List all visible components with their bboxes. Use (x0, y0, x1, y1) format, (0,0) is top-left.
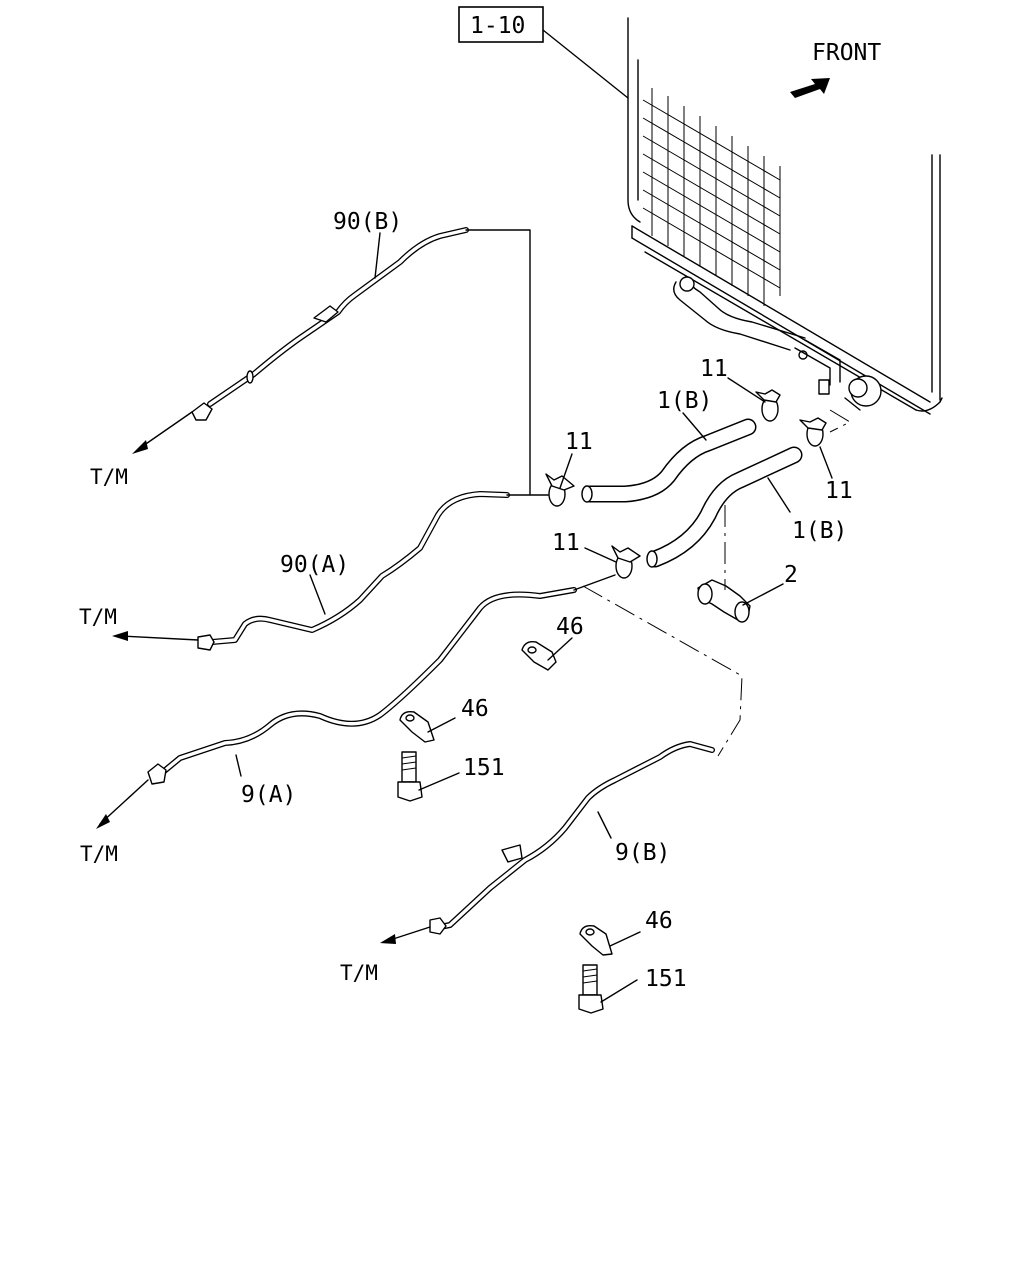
label-151-b: 151 (645, 966, 687, 992)
tm-label-1: T/M (90, 465, 128, 489)
tm-arrows (96, 411, 431, 944)
bracket-46-c (579, 924, 613, 956)
hose-clamp-top (755, 389, 781, 422)
leader-lines (235, 232, 833, 1003)
radiator (542, 17, 943, 415)
label-90a: 90(A) (280, 552, 349, 578)
pipe-9a (147, 574, 616, 785)
label-46-c: 46 (645, 908, 673, 934)
hose-1b-lower (646, 446, 803, 568)
front-label: FRONT (812, 40, 881, 66)
ref-box: 1-10 (458, 6, 544, 43)
label-46-a: 46 (556, 614, 584, 640)
radiator-core (642, 88, 781, 306)
part-labels: 90(B) 90(A) 9(A) 9(B) 1(B) 1(B) 2 11 11 … (241, 209, 853, 992)
ref-box-label: 1-10 (470, 13, 525, 39)
label-11-left: 11 (565, 429, 593, 455)
tm-label-3: T/M (80, 842, 118, 866)
label-11-top: 11 (700, 356, 728, 382)
label-151-a: 151 (463, 755, 505, 781)
hose-clip-2 (697, 579, 751, 623)
tm-label-4: T/M (340, 961, 378, 985)
bracket-46-a (521, 640, 557, 671)
pipe-90b (191, 227, 531, 495)
label-1b-lower: 1(B) (792, 518, 847, 544)
label-11-mid: 11 (552, 530, 580, 556)
pipe-9b (429, 741, 715, 935)
arrow-front-icon (790, 78, 830, 98)
label-11-right: 11 (825, 478, 853, 504)
hose-clamp-right (799, 417, 827, 447)
destination-labels: T/M T/M T/M T/M (79, 465, 378, 985)
bracket-46-b (399, 710, 435, 743)
label-9a: 9(A) (241, 782, 296, 808)
label-2: 2 (784, 562, 798, 588)
label-90b: 90(B) (333, 209, 402, 235)
hose-clamp-left (545, 473, 575, 507)
hose-1b-upper (581, 418, 757, 503)
hose-clamp-mid (611, 545, 641, 579)
front-indicator: FRONT (790, 40, 881, 98)
bolt-151-b (578, 964, 604, 1014)
label-1b-upper: 1(B) (657, 388, 712, 414)
pipe-90a (197, 491, 549, 651)
bolt-151-a (397, 751, 423, 802)
center-lines (582, 409, 852, 757)
label-9b: 9(B) (615, 840, 670, 866)
label-46-b: 46 (461, 696, 489, 722)
tm-label-2: T/M (79, 605, 117, 629)
